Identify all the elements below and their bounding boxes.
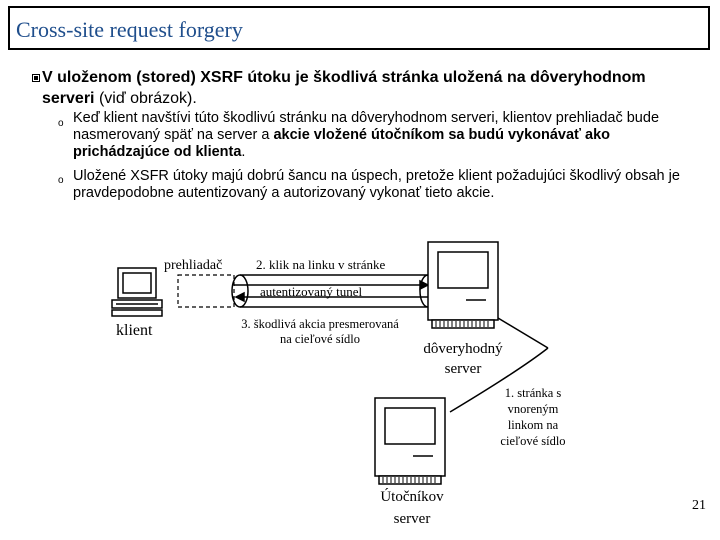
attacker-line1: Útočníkov bbox=[380, 489, 444, 505]
attacker-server-vents bbox=[382, 477, 436, 483]
attacker-server-label: Útočníkov server bbox=[362, 486, 462, 530]
arrow-step1 bbox=[449, 317, 549, 413]
trusted-server-icon bbox=[427, 241, 499, 329]
main-bullet-text: V uloženom (stored) XSRF útoku je škodli… bbox=[42, 67, 682, 109]
step1-label: 1. stránka s vnoreným linkom na cieľové … bbox=[488, 385, 578, 449]
sub1-text-a: Keď klient navštívi túto škodlivú stránk… bbox=[73, 110, 660, 143]
sub-bullet-2: Uložené XSFR útoky majú dobrú šancu na ú… bbox=[73, 168, 680, 201]
square-bullet-icon bbox=[32, 74, 40, 82]
attacker-server-icon bbox=[374, 397, 446, 485]
browser-label: prehliadač bbox=[164, 258, 223, 273]
step2-label: 2. klik na linku v stránke bbox=[256, 257, 386, 272]
trusted-line1: dôveryhodný bbox=[423, 341, 503, 357]
main-bullet-normal: (viď obrázok). bbox=[98, 90, 197, 107]
step1-line4: cieľové sídlo bbox=[500, 434, 566, 448]
arrow-step2 bbox=[234, 279, 430, 291]
step3-line1: 3. škodlivá akcia presmerovaná bbox=[241, 317, 399, 331]
step1-line1: 1. stránka s bbox=[504, 386, 562, 400]
trusted-line2: server bbox=[444, 361, 482, 377]
page-number: 21 bbox=[692, 498, 706, 513]
attacker-line2: server bbox=[393, 511, 431, 527]
tunnel-label: autentizovaný tunel bbox=[260, 284, 363, 299]
slide-title: Cross-site request forgery bbox=[16, 17, 243, 42]
client-label: klient bbox=[116, 322, 153, 339]
step3-label: 3. škodlivá akcia presmerovaná na cieľov… bbox=[230, 317, 410, 347]
client-computer-icon bbox=[111, 267, 163, 317]
sub1-text-c: . bbox=[241, 144, 246, 160]
trusted-server-label: dôveryhodný server bbox=[408, 339, 518, 379]
step1-line3: linkom na bbox=[507, 418, 559, 432]
step1-line2: vnoreným bbox=[507, 402, 559, 416]
sub1-text-b: akcie vložené útočníkom sa budú vykonáva… bbox=[73, 127, 611, 160]
arrow-step3 bbox=[234, 291, 428, 303]
circle-bullet-icon: o bbox=[58, 118, 64, 129]
sub-bullet-1: Keď klient navštívi túto škodlivú stránk… bbox=[73, 110, 693, 161]
browser-box bbox=[177, 274, 235, 308]
trusted-server-vents bbox=[435, 321, 489, 327]
title-box: Cross-site request forgery bbox=[8, 6, 710, 50]
main-bullet-bold: V uloženom (stored) XSRF útoku je škodli… bbox=[42, 69, 646, 107]
step3-line2: na cieľové sídlo bbox=[279, 332, 361, 346]
circle-bullet-icon: o bbox=[58, 175, 64, 186]
